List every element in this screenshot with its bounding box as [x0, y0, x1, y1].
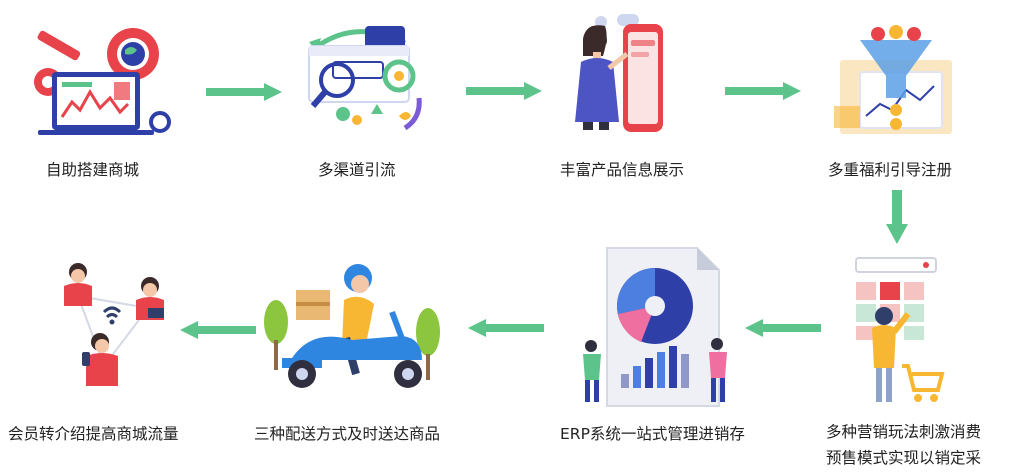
flow-arrow-left: [468, 319, 544, 337]
step-label: 丰富产品信息展示: [560, 161, 685, 179]
flow-arrow-left: [745, 319, 821, 337]
step-label: ERP系统一站式管理进销存: [560, 425, 745, 443]
step-label-line-1: 多种营销玩法刺激消费: [826, 423, 982, 441]
step-label: 会员转介绍提高商城流量: [8, 425, 179, 443]
funnel-icon: [830, 20, 962, 138]
flow-arrow-right: [206, 83, 282, 101]
step-label: 多重福利引导注册: [828, 161, 953, 179]
flow-arrow-right: [466, 82, 542, 100]
flow-arrow-left: [180, 321, 256, 339]
delivery-scooter-icon: [262, 262, 446, 402]
flow-arrow-right: [725, 82, 801, 100]
step-label: 自助搭建商城: [46, 161, 140, 179]
website-builder-icon: [28, 22, 178, 142]
shopping-cart-icon: [848, 256, 948, 406]
step-label: 多渠道引流: [318, 161, 396, 179]
erp-report-icon: [575, 246, 735, 408]
step-label: 三种配送方式及时送达商品: [254, 425, 441, 443]
flow-arrow-down: [886, 190, 908, 244]
seo-traffic-icon: [295, 18, 435, 136]
step-label-line-2: 预售模式实现以销定采: [826, 449, 982, 467]
member-referral-icon: [48, 256, 178, 396]
product-display-icon: [565, 10, 675, 138]
